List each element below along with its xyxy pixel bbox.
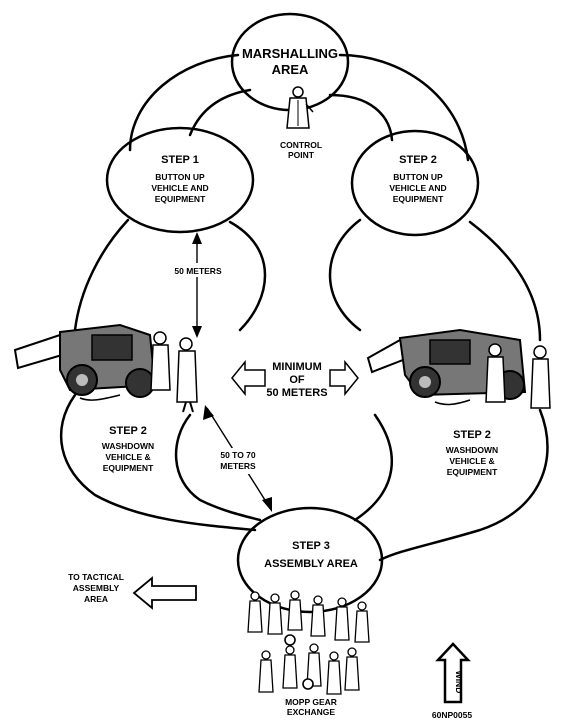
mopp-label-1: MOPP GEAR xyxy=(285,697,337,707)
step2-left-title: STEP 2 xyxy=(109,425,147,437)
step1-line1: BUTTON UP xyxy=(155,172,205,182)
wind-arrow-icon xyxy=(435,642,471,704)
step1-line2: VEHICLE AND xyxy=(151,183,208,193)
step2-right-title: STEP 2 xyxy=(453,429,491,441)
step2-right-line3: EQUIPMENT xyxy=(447,467,498,477)
step3-line1: ASSEMBLY AREA xyxy=(264,558,358,570)
tactical-label-3: AREA xyxy=(84,594,108,604)
minimum-label-2: OF xyxy=(289,374,305,386)
step2-top-line1: BUTTON UP xyxy=(393,172,443,182)
step2-left-line3: EQUIPMENT xyxy=(103,463,154,473)
step2-left-line1: WASHDOWN xyxy=(102,441,154,451)
step2-top-line2: VEHICLE AND xyxy=(389,183,446,193)
minimum-label-1: MINIMUM xyxy=(272,361,322,373)
fifty-to-seventy-label-2: METERS xyxy=(220,461,256,471)
left-washdown-soldiers xyxy=(79,331,198,413)
mopp-gear-exchange-soldiers xyxy=(247,590,370,695)
step3-ellipse xyxy=(236,506,384,614)
flow-paths xyxy=(60,53,549,562)
step2-right-line2: VEHICLE & xyxy=(449,456,494,466)
fifty-meters-arrow xyxy=(192,232,202,338)
marshalling-label-1: MARSHALLING xyxy=(242,46,338,61)
step2-top-ellipse xyxy=(350,129,480,237)
minimum-label-3: 50 METERS xyxy=(266,387,327,399)
step3-title: STEP 3 xyxy=(292,540,330,552)
right-washdown-soldiers xyxy=(434,343,551,409)
step2-left-line2: VEHICLE & xyxy=(105,452,150,462)
tactical-label-1: TO TACTICAL xyxy=(68,572,124,582)
tactical-label-2: ASSEMBLY xyxy=(73,583,120,593)
figure-id: 60NP0055 xyxy=(432,710,472,720)
mopp-label-2: EXCHANGE xyxy=(287,707,336,717)
step2-top-title: STEP 2 xyxy=(399,154,437,166)
step2-right-line1: WASHDOWN xyxy=(446,445,498,455)
step1-line3: EQUIPMENT xyxy=(155,194,206,204)
minimum-distance-arrows xyxy=(231,359,359,397)
control-point-label-2: POINT xyxy=(288,150,315,160)
fifty-meters-label: 50 METERS xyxy=(174,266,222,276)
wind-label: WIND xyxy=(454,671,464,694)
step2-top-line3: EQUIPMENT xyxy=(393,194,444,204)
control-point-figure xyxy=(286,86,314,129)
step1-ellipse xyxy=(105,126,255,234)
fifty-to-seventy-label-1: 50 TO 70 xyxy=(220,450,256,460)
left-washdown-vehicle xyxy=(13,323,157,398)
step1-title: STEP 1 xyxy=(161,154,199,166)
tactical-exit-arrow xyxy=(132,576,197,610)
marshalling-label-2: AREA xyxy=(272,62,309,77)
control-point-label-1: CONTROL xyxy=(280,140,322,150)
